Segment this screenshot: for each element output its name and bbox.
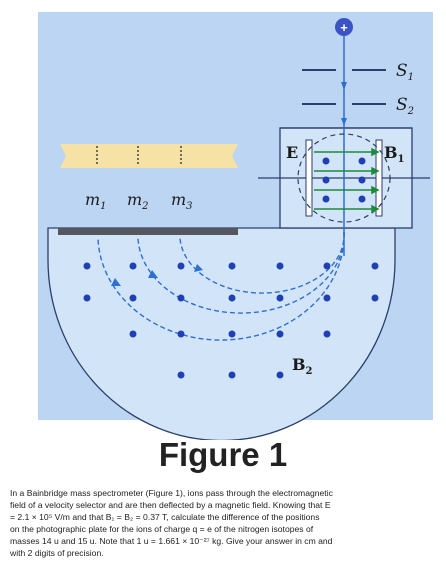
problem-line: field of a velocity selector and are the… [10,500,331,510]
label-s2: S2 [396,95,414,117]
b2-dot [177,371,185,379]
label-m1-sub: 1 [100,201,106,212]
b2-field-dots [83,262,379,379]
label-m3-main: m [171,190,186,209]
b2-dot [323,294,331,302]
b2-dot [177,262,185,270]
b1-dot [358,157,366,165]
label-b2-main: B [292,355,306,374]
e-arrow-head-3 [371,185,380,195]
b1-dot [358,176,366,184]
traj-arrow-2 [148,270,158,278]
problem-text: In a Bainbridge mass spectrometer (Figur… [10,487,442,559]
b2-dot [276,330,284,338]
label-m1: m1 [85,190,107,212]
e-arrow-head-1 [371,147,380,157]
label-b2: B2 [292,355,313,377]
b2-dot [129,262,137,270]
problem-line: = 2.1 × 10⁵ V/m and that B₁ = B₂ = 0.37 … [10,512,320,522]
b2-dot [228,262,236,270]
label-m2-sub: 2 [141,201,148,212]
photographic-plate [58,228,238,235]
label-s1: S1 [396,61,414,83]
problem-line: masses 14 u and 15 u. Note that 1 u = 1.… [10,536,333,546]
slits [302,69,386,105]
b2-dot [83,294,91,302]
film-marks [96,146,182,166]
beam-arrow-1 [341,82,347,90]
problem-line: on the photographic plate for the ions o… [10,524,314,534]
traj-arrow-1 [111,278,121,286]
capacitor-plate-left [305,139,313,217]
b2-dot [177,294,185,302]
figure-labels: S1 S2 E B1 B2 m1 m2 m3 [85,61,414,377]
b1-field-dots [322,157,366,203]
b2-dot [129,294,137,302]
mass-spectrometer-figure: + [38,12,433,440]
field-region-outline [297,133,391,223]
b2-dot [371,262,379,270]
capacitor-plate-right [375,139,383,217]
ion [335,18,353,36]
beam-arrow-2 [341,118,347,126]
trajectory-arrows [111,264,203,286]
label-s2-sub: 2 [407,106,414,117]
label-m2-main: m [127,190,142,209]
electric-field-arrows [314,147,380,214]
b2-dot [228,330,236,338]
label-b1-main: B [384,143,398,162]
label-b1: B1 [384,143,405,165]
problem-line: In a Bainbridge mass spectrometer (Figur… [10,488,333,498]
b1-dot [322,176,330,184]
b2-dot [371,294,379,302]
ion-sign: + [340,20,348,35]
traj-arrow-3 [194,264,203,272]
b2-dot [276,294,284,302]
e-arrow-head-4 [371,204,380,214]
label-s2-main: S [396,95,408,115]
film-strip [60,144,238,168]
label-m3: m3 [171,190,193,212]
label-b1-sub: 1 [398,154,405,165]
b2-dot [228,294,236,302]
label-m1-main: m [85,190,100,209]
label-e: E [286,143,298,162]
b1-dot [322,157,330,165]
b1-dot [358,195,366,203]
label-s1-sub: 1 [408,72,414,83]
deflection-chamber [47,227,396,440]
b2-dot [323,262,331,270]
b2-dot [276,262,284,270]
label-m2: m2 [127,190,149,212]
b2-dot [129,330,137,338]
b1-dot [322,195,330,203]
b2-dot [83,262,91,270]
b2-dot [276,371,284,379]
b2-dot [323,330,331,338]
b2-dot [228,371,236,379]
e-arrow-head-2 [371,166,380,176]
label-m3-sub: 3 [186,201,192,212]
trajectory-m3 [179,231,345,294]
problem-line: with 2 digits of precision. [10,548,104,558]
label-s1-main: S [396,61,408,81]
label-b2-sub: 2 [306,366,313,377]
b2-dot [177,330,185,338]
figure-title: Figure 1 [158,436,288,473]
